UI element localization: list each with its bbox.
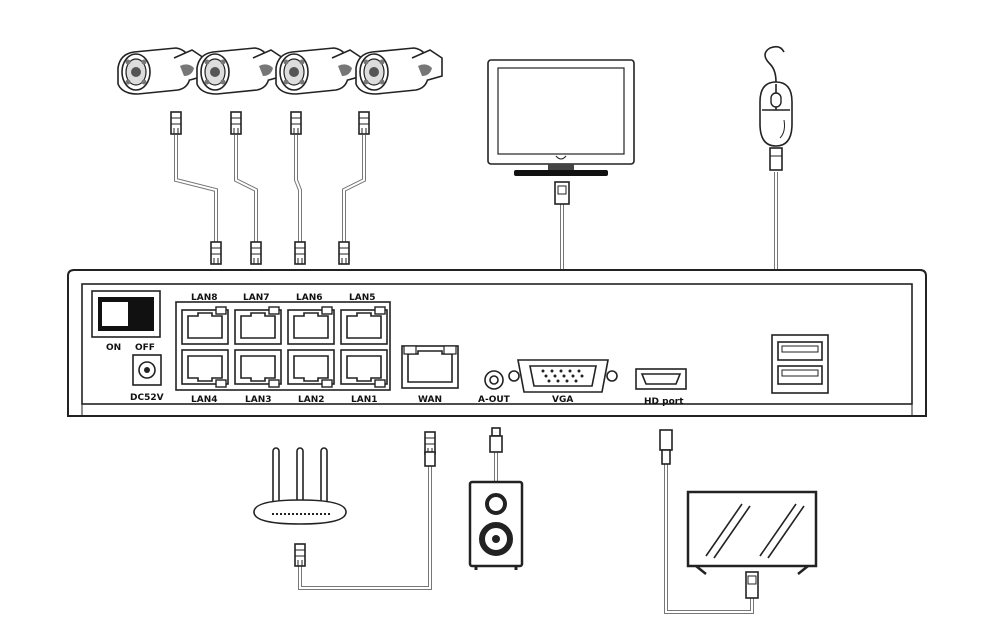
lan1-label: LAN1 <box>351 395 378 405</box>
ip-camera-icon <box>117 47 205 95</box>
wan-port[interactable] <box>401 345 459 389</box>
speaker-icon <box>468 480 524 570</box>
rj45-connector-icon <box>358 111 370 135</box>
lan2-label: LAN2 <box>298 395 325 405</box>
camera-cables <box>174 135 366 242</box>
router-icon <box>253 447 347 525</box>
rj45-connector-icon <box>294 543 306 567</box>
lan7-port[interactable] <box>234 306 282 345</box>
rj45-connector-icon <box>294 241 306 265</box>
rj45-connector-icon <box>230 111 242 135</box>
vga-label: VGA <box>552 395 573 405</box>
lan7-label: LAN7 <box>243 293 270 303</box>
rj45-connector-icon <box>424 431 436 455</box>
rj45-connector-icon <box>170 111 182 135</box>
monitor-icon <box>487 59 635 176</box>
power-label: DC52V <box>130 393 164 403</box>
rj45-connector-icon <box>338 241 350 265</box>
usb-port-block <box>771 334 829 394</box>
lan2-port[interactable] <box>287 349 335 388</box>
audio-out-jack[interactable] <box>484 370 504 390</box>
hdmi-label: HD port <box>644 397 684 407</box>
mouse-icon <box>759 45 793 147</box>
switch-on-label: ON <box>106 343 121 353</box>
usb-connector-icon <box>769 147 783 171</box>
vga-connector-icon <box>554 181 570 205</box>
audio-cable <box>489 427 503 484</box>
power-jack[interactable] <box>132 354 162 386</box>
lan4-label: LAN4 <box>191 395 218 405</box>
tv-icon <box>686 490 818 575</box>
lan1-port[interactable] <box>340 349 388 388</box>
audio-out-label: A-OUT <box>478 395 511 405</box>
hdmi-connector-icon <box>659 429 673 451</box>
lan-port-block <box>175 301 391 391</box>
lan3-label: LAN3 <box>245 395 272 405</box>
camera-group <box>117 47 443 95</box>
ip-camera-icon <box>196 47 284 95</box>
vga-port[interactable] <box>508 359 618 393</box>
rj45-connector-icon <box>290 111 302 135</box>
rj45-connector-icon <box>210 241 222 265</box>
ip-camera-icon <box>355 47 443 95</box>
audio-plug-icon <box>491 427 501 437</box>
lan5-label: LAN5 <box>349 293 376 303</box>
lan3-port[interactable] <box>234 349 282 388</box>
hdmi-connector-icon <box>745 571 759 599</box>
lan8-port[interactable] <box>181 306 229 345</box>
ip-camera-icon <box>275 47 363 95</box>
lan4-port[interactable] <box>181 349 229 388</box>
hdmi-cable-tv <box>659 429 759 614</box>
switch-off-label: OFF <box>135 343 155 353</box>
lan6-label: LAN6 <box>296 293 323 303</box>
hdmi-port[interactable] <box>635 368 687 390</box>
lan5-port[interactable] <box>340 306 388 345</box>
lan8-label: LAN8 <box>191 293 218 303</box>
lan6-port[interactable] <box>287 306 335 345</box>
wan-label: WAN <box>418 395 442 405</box>
power-switch[interactable] <box>91 290 161 338</box>
wan-cable <box>294 431 436 590</box>
rj45-connector-icon <box>250 241 262 265</box>
